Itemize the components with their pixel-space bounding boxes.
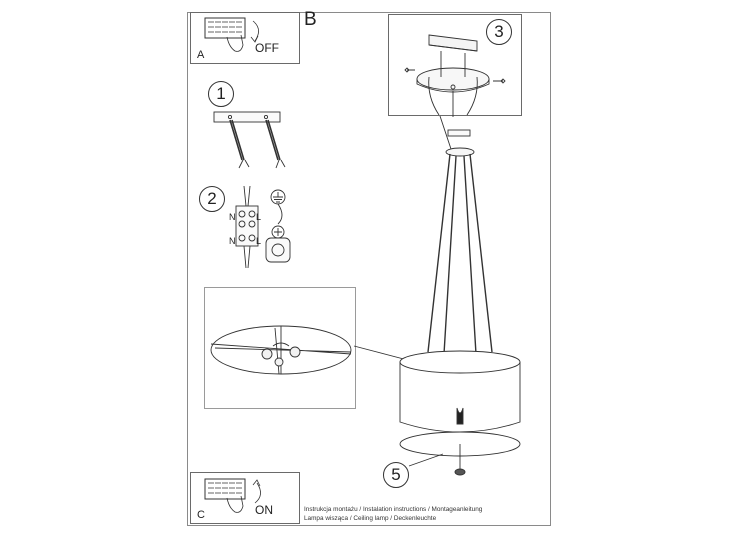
caption-product: Lampa wisząca / Ceiling lamp / Deckenleu… (304, 515, 437, 522)
switch-on-icon (204, 478, 261, 513)
switch-off-icon (204, 17, 259, 52)
ceiling-lamp-drawing (399, 115, 521, 476)
panel-a-switch-off: A OFF (190, 12, 300, 64)
panel-c-letter: C (197, 509, 205, 521)
step-1-number: 1 (208, 81, 234, 107)
wiring-n-left: N (229, 212, 236, 222)
caption-instructions: Instrukcja montażu / Instalation instruc… (304, 506, 483, 513)
panel-4-sockets (204, 287, 356, 409)
panel-a-off-text: OFF (255, 41, 279, 55)
step-2-number: 2 (199, 186, 225, 212)
panel-3-canopy (388, 14, 522, 117)
step-5-leader-line (408, 453, 444, 467)
wiring-n-right: N (229, 236, 236, 246)
wiring-l-left: L (256, 212, 262, 222)
step-5-number: 5 (383, 462, 409, 488)
mounting-bracket-wires-drawing (213, 111, 286, 169)
instruction-sheet (187, 12, 551, 526)
step-3-number: 3 (486, 19, 512, 45)
ground-connector-icon (265, 189, 291, 263)
step-b-letter: B (304, 9, 317, 30)
wiring-l-right: L (256, 236, 262, 246)
panel-c-on-text: ON (255, 503, 273, 517)
terminal-block-drawing (235, 185, 259, 269)
panel-a-letter: A (197, 49, 205, 61)
panel-c-switch-on: C ON (190, 472, 300, 524)
canopy-detail-drawing (404, 34, 506, 117)
shade-frame-with-sockets-drawing (210, 325, 352, 375)
